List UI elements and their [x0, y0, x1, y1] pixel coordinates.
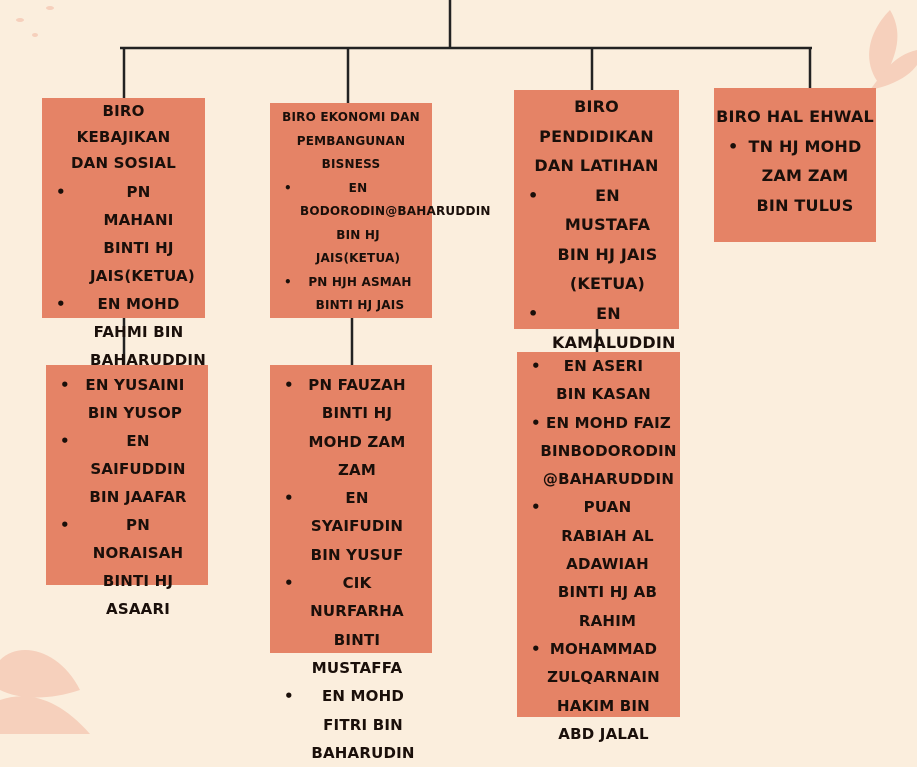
- member-list: PN FAUZAH BINTI HJ MOHD ZAM ZAM EN SYAIF…: [270, 371, 432, 767]
- member-list: TN HJ MOHD ZAM ZAM BIN TULUS: [714, 132, 876, 221]
- bureau-pendidikan-box: BIRO PENDIDIKAN DAN LATIHAN EN MUSTAFA B…: [514, 90, 679, 382]
- member-list: PN MAHANI BINTI HJ JAIS(KETUA) EN MOHD F…: [42, 178, 206, 374]
- bureau-title: BIRO PENDIDIKAN DAN LATIHAN: [534, 97, 659, 175]
- list-item: EN MOHD FAHMI BIN BAHARUDDIN: [42, 290, 206, 374]
- bureau-pendidikan-sub-box: EN ASERI BIN KASAN EN MOHD FAIZ BINBODOR…: [517, 352, 680, 743]
- member-list: EN BODORODIN@BAHARUDDIN BIN HJ JAIS(KETU…: [270, 177, 490, 318]
- bureau-title: BIRO KEBAJIKAN DAN SOSIAL: [71, 102, 176, 172]
- list-item: EN MOHD FAIZ BINBODORODIN @BAHARUDDIN: [517, 409, 680, 494]
- list-item: PUAN RABIAH AL ADAWIAH BINTI HJ AB RAHIM: [517, 493, 680, 634]
- list-item: PN NORAISAH BINTI HJ ASAARI: [46, 511, 208, 623]
- list-item: EN MOHD FITRI BIN BAHARUDIN: [270, 682, 432, 767]
- list-item: CIK NURFARHA BINTI MUSTAFFA: [270, 569, 432, 682]
- list-item: PN MAHANI BINTI HJ JAIS(KETUA): [42, 178, 205, 290]
- bureau-title: BIRO EKONOMI DAN PEMBANGUNAN BISNESS: [282, 110, 420, 171]
- list-item: EN MUSTAFA BIN HJ JAIS (KETUA): [514, 181, 679, 299]
- bureau-ekonomi-sub-box: PN FAUZAH BINTI HJ MOHD ZAM ZAM EN SYAIF…: [270, 365, 432, 762]
- member-list: EN YUSAINI BIN YUSOP EN SAIFUDDIN BIN JA…: [46, 371, 208, 623]
- leaf-decoration-icon: [0, 6, 917, 734]
- connector-lines: [120, 0, 812, 365]
- bureau-kebajikan-box: BIRO KEBAJIKAN DAN SOSIAL PN MAHANI BINT…: [42, 98, 206, 369]
- list-item: PN HJH ASMAH BINTI HJ JAIS: [270, 271, 432, 318]
- bureau-kebajikan-sub-box: EN YUSAINI BIN YUSOP EN SAIFUDDIN BIN JA…: [46, 365, 208, 618]
- list-item: PN FAUZAH BINTI HJ MOHD ZAM ZAM: [270, 371, 432, 484]
- bureau-hal-ehwal-box: BIRO HAL EHWAL TN HJ MOHD ZAM ZAM BIN TU…: [714, 88, 876, 242]
- list-item: EN BODORODIN@BAHARUDDIN BIN HJ JAIS(KETU…: [270, 177, 490, 271]
- list-item: EN ASERI BIN KASAN: [517, 352, 680, 409]
- bureau-ekonomi-box: BIRO EKONOMI DAN PEMBANGUNAN BISNESS EN …: [270, 103, 490, 318]
- list-item: EN SYAIFUDIN BIN YUSUF: [270, 484, 432, 569]
- bureau-title: BIRO HAL EHWAL: [716, 107, 874, 126]
- member-list: EN ASERI BIN KASAN EN MOHD FAIZ BINBODOR…: [517, 352, 680, 748]
- list-item: TN HJ MOHD ZAM ZAM BIN TULUS: [714, 132, 876, 221]
- list-item: EN YUSAINI BIN YUSOP: [46, 371, 208, 427]
- list-item: MOHAMMAD ZULQARNAIN HAKIM BIN ABD JALAL: [517, 635, 680, 748]
- list-item: EN SAIFUDDIN BIN JAAFAR: [46, 427, 208, 511]
